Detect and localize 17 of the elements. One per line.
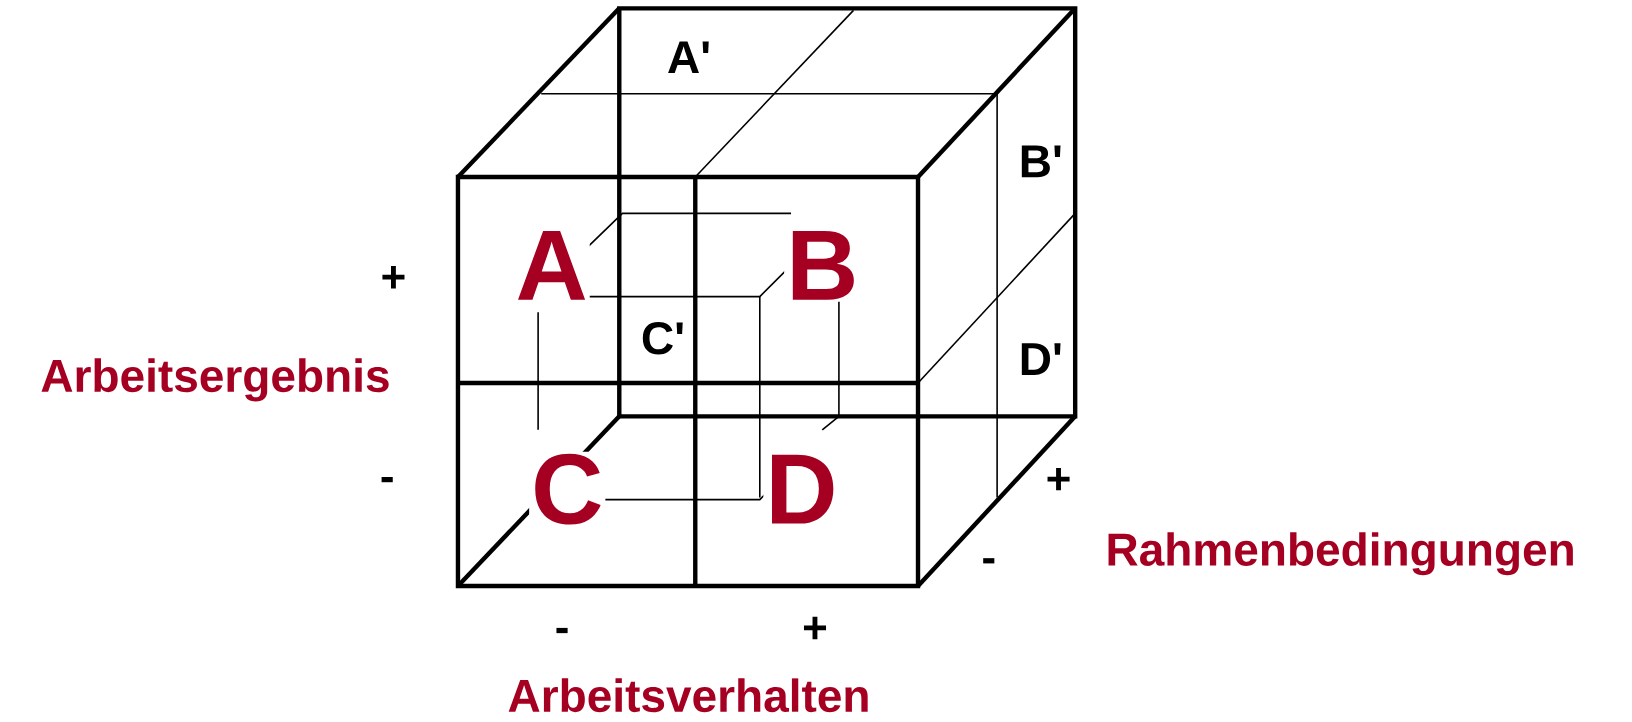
axis-sign: + — [803, 616, 826, 639]
cell-label: A' — [664, 39, 714, 75]
axis-sign: - — [556, 627, 568, 633]
quadrant-letter: B — [784, 228, 861, 302]
axis-label: Arbeitsergebnis — [41, 358, 389, 402]
cell-label: C' — [638, 319, 688, 357]
cell-label: D' — [1016, 341, 1065, 377]
axis-label: Rahmenbedingungen — [1108, 532, 1573, 576]
cell-label: B' — [1016, 143, 1065, 179]
axis-sign: + — [382, 265, 405, 289]
quadrant-letter: D — [763, 452, 840, 526]
axis-label: Arbeitsverhalten — [508, 678, 868, 712]
axis-sign: - — [983, 558, 995, 564]
axis-sign: + — [1047, 467, 1070, 491]
quadrant-letter: C — [529, 451, 606, 527]
quadrant-letter: A — [513, 228, 590, 302]
axis-sign: - — [381, 476, 393, 483]
